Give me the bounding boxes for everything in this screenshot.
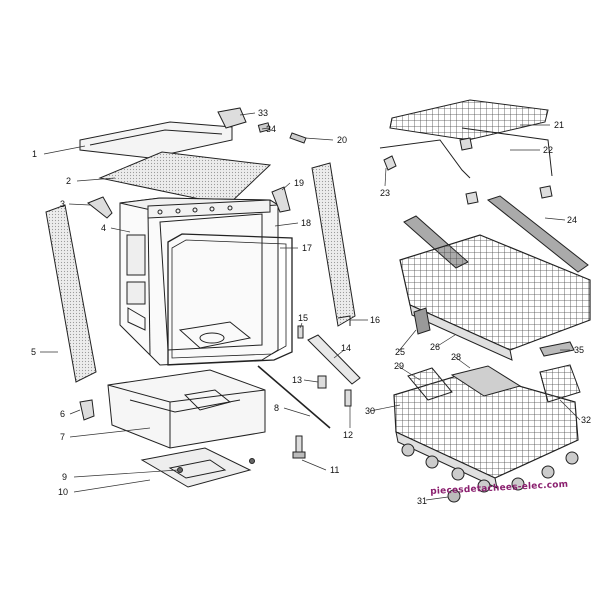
- label-part-32: 32: [581, 415, 592, 425]
- label-part-19: 19: [294, 178, 305, 188]
- plate-rack-part: [450, 365, 522, 397]
- label-part-23: 23: [380, 188, 391, 198]
- bottom-plate-part: [140, 447, 252, 488]
- label-part-3: 3: [60, 199, 66, 209]
- guide-rail-part: [307, 334, 361, 385]
- rod-part: [257, 365, 331, 429]
- hinge-bracket-part: [87, 196, 113, 219]
- label-part-34: 34: [266, 124, 277, 134]
- label-part-9: 9: [62, 472, 68, 482]
- small-pin-part: [297, 325, 304, 339]
- rack-rail-part: [486, 195, 589, 273]
- worktop-panel-part: [98, 151, 272, 206]
- label-part-2: 2: [66, 176, 72, 186]
- clip-part: [317, 375, 327, 389]
- label-part-21: 21: [554, 120, 565, 130]
- cutlery-basket-part: [539, 364, 581, 403]
- label-part-5: 5: [31, 347, 37, 357]
- valve-part: [79, 399, 95, 421]
- top-handle-part: [79, 121, 233, 159]
- label-part-35: 35: [574, 345, 585, 355]
- basket-handle-part: [539, 341, 575, 357]
- label-part-28: 28: [451, 352, 462, 362]
- label-part-30: 30: [365, 406, 376, 416]
- label-part-24: 24: [567, 215, 578, 225]
- door-gasket-part: [167, 233, 293, 366]
- label-part-7: 7: [60, 432, 66, 442]
- wire-rail-part: [379, 127, 553, 179]
- label-part-31: 31: [417, 496, 428, 506]
- base-tray-part: [107, 369, 266, 449]
- label-part-13: 13: [292, 375, 303, 385]
- label-part-16: 16: [370, 315, 381, 325]
- label-part-29: 29: [394, 361, 405, 371]
- label-part-25: 25: [395, 347, 406, 357]
- label-part-17: 17: [302, 243, 313, 253]
- label-part-18: 18: [301, 218, 312, 228]
- basket-wheel-part: [413, 307, 431, 335]
- label-part-1: 1: [32, 149, 38, 159]
- label-part-14: 14: [341, 343, 352, 353]
- label-part-12: 12: [343, 430, 354, 440]
- label-part-6: 6: [60, 409, 66, 419]
- cutlery-tray-part: [389, 99, 549, 141]
- label-part-15: 15: [298, 313, 309, 323]
- label-part-22: 22: [543, 145, 554, 155]
- side-bracket-part: [271, 186, 291, 213]
- upper-basket-part: [399, 234, 591, 361]
- label-part-8: 8: [274, 403, 280, 413]
- label-part-10: 10: [58, 487, 69, 497]
- label-part-26: 26: [430, 342, 441, 352]
- basket-roller-part: [447, 489, 461, 503]
- label-part-4: 4: [101, 223, 107, 233]
- bracket-part: [344, 389, 352, 407]
- label-part-33: 33: [258, 108, 269, 118]
- left-side-panel-part: [45, 204, 97, 383]
- label-part-20: 20: [337, 135, 348, 145]
- label-part-11: 11: [330, 465, 340, 475]
- small-clip-part: [257, 122, 271, 133]
- small-switch-part: [217, 107, 247, 129]
- latch-part: [289, 132, 307, 144]
- right-side-panel-part: [311, 162, 356, 327]
- tub-body-part: [119, 197, 280, 366]
